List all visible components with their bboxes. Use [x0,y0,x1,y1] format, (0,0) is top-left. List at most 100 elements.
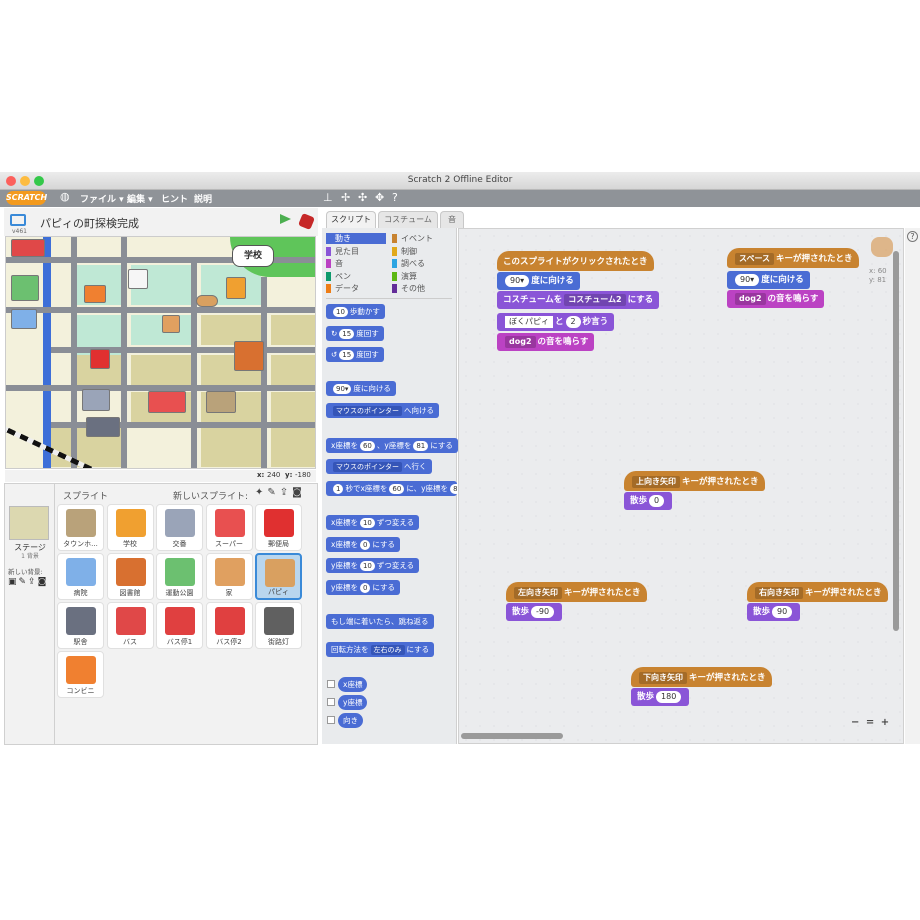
palette-bounce-block[interactable]: もし端に着いたら、跳ね返る [326,614,434,629]
category-8[interactable]: データ [326,283,386,294]
when-up-arrow-pressed-hat[interactable]: 上向き矢印キーが押されたとき [624,471,765,491]
sprite-tile[interactable]: パピィ [255,553,302,600]
zoom-out-icon[interactable]: − [851,717,860,728]
sprite-tile[interactable]: バス停2 [205,602,253,649]
x-position-checkbox[interactable] [327,680,335,688]
fullscreen-icon[interactable] [10,214,26,226]
point-in-direction-block[interactable]: 90▾度に向ける [497,272,580,290]
tab-costumes[interactable]: コスチューム [378,211,438,228]
category-4[interactable]: 音 [326,258,386,269]
when-space-key-pressed-hat[interactable]: スペースキーが押されたとき [727,248,859,268]
shrink-icon[interactable]: ✥ [375,191,385,204]
sprite-tile[interactable]: 郵便局 [255,504,302,551]
sprite-tile[interactable]: コンビニ [57,651,104,698]
grow-icon[interactable]: ✣ [358,191,368,204]
bus-sprite[interactable] [11,239,45,257]
cut-icon[interactable]: ✢ [341,191,351,204]
menu-about[interactable]: 説明 [194,195,213,205]
stop-icon[interactable] [298,213,315,230]
zoom-reset-icon[interactable]: = [865,717,875,728]
category-6[interactable]: ペン [326,271,386,282]
category-5[interactable]: 調べる [392,258,452,269]
koban-building[interactable] [82,389,110,411]
when-left-arrow-pressed-hat[interactable]: 左向き矢印キーが押されたとき [506,582,647,602]
sprite-tile[interactable]: 家 [205,553,253,600]
sprite-tile[interactable]: バス停1 [156,602,203,649]
when-down-arrow-pressed-hat[interactable]: 下向き矢印キーが押されたとき [631,667,772,687]
stage-canvas[interactable]: 学校 [5,236,316,469]
help-icon[interactable]: ? [392,191,398,204]
sprite-tile[interactable]: バス [106,602,154,649]
hospital-sprite[interactable] [11,309,37,329]
close-window-button[interactable] [6,176,16,186]
category-3[interactable]: 制御 [392,246,452,257]
sprite-tile[interactable]: 図書館 [106,553,154,600]
house-building[interactable] [162,315,180,333]
puppy-sprite[interactable] [196,295,218,307]
category-0[interactable]: 動き [326,233,386,244]
stage-thumbnail[interactable] [9,506,49,540]
minimize-window-button[interactable] [20,176,30,186]
backdrop-tools[interactable]: ▣✎⇪◙ [8,577,49,587]
when-right-arrow-pressed-hat[interactable]: 右向き矢印キーが押されたとき [747,582,888,602]
hospital-building[interactable] [128,269,148,289]
sprite-tile[interactable]: タウンホ... [57,504,104,551]
palette-goto-block[interactable]: マウスのポインターへ行く [326,459,432,474]
palette-point-toward-block[interactable]: マウスのポインターへ向ける [326,403,439,418]
library-building[interactable] [234,341,264,371]
sprite-tile[interactable]: 街路灯 [255,602,302,649]
globe-icon[interactable]: ◍ [60,190,70,203]
sprite-tile[interactable]: 駅舎 [57,602,104,649]
point-in-direction-block-2[interactable]: 90▾度に向ける [727,271,810,289]
category-7[interactable]: 演算 [392,271,452,282]
sprite-tile[interactable]: 交番 [156,504,203,551]
reporter-x-position[interactable]: x座標 [338,677,368,692]
sprite-tile[interactable]: 病院 [57,553,104,600]
y-position-checkbox[interactable] [327,698,335,706]
category-9[interactable]: その他 [392,283,452,294]
horizontal-scrollbar[interactable] [461,733,563,739]
tab-scripts[interactable]: スクリプト [326,211,376,228]
direction-checkbox[interactable] [327,716,335,724]
supermarket-building[interactable] [148,391,186,413]
green-flag-icon[interactable] [280,214,291,224]
menu-tips[interactable]: ヒント [161,195,189,205]
stamp-icon[interactable]: ⊥ [323,191,333,204]
category-1[interactable]: イベント [392,233,452,244]
zoom-in-icon[interactable]: + [880,717,890,728]
townhall-building[interactable] [206,391,236,413]
reporter-direction[interactable]: 向き [338,713,363,728]
walk-block-left[interactable]: 散歩-90 [506,603,563,621]
when-sprite-clicked-hat[interactable]: このスプライトがクリックされたとき [497,251,654,271]
school-building[interactable] [226,277,246,299]
sprite-tile[interactable]: 運動公園 [156,553,203,600]
park-sprite[interactable] [11,275,39,301]
post-office-building[interactable] [90,349,110,369]
menu-file[interactable]: ファイル ▾ [80,195,124,205]
menu-edit[interactable]: 編集 ▾ [127,195,153,205]
sprite-tile[interactable]: 学校 [106,504,154,551]
reporter-y-position[interactable]: y座標 [338,695,368,710]
maximize-window-button[interactable] [34,176,44,186]
help-icon[interactable]: ? [907,231,918,242]
new-sprite-tools[interactable]: ✦✎⇪◙ [255,487,306,498]
tab-sounds[interactable]: 音 [440,211,464,228]
project-title[interactable]: パピィの町探検完成 [40,217,139,230]
script-area[interactable]: このスプライトがクリックされたとき 90▾度に向ける コスチュームをコスチューム… [458,228,904,744]
category-2[interactable]: 見た目 [326,246,386,257]
vertical-scrollbar[interactable] [893,251,899,631]
palette-point-direction-block[interactable]: 90▾度に向ける [326,381,396,396]
